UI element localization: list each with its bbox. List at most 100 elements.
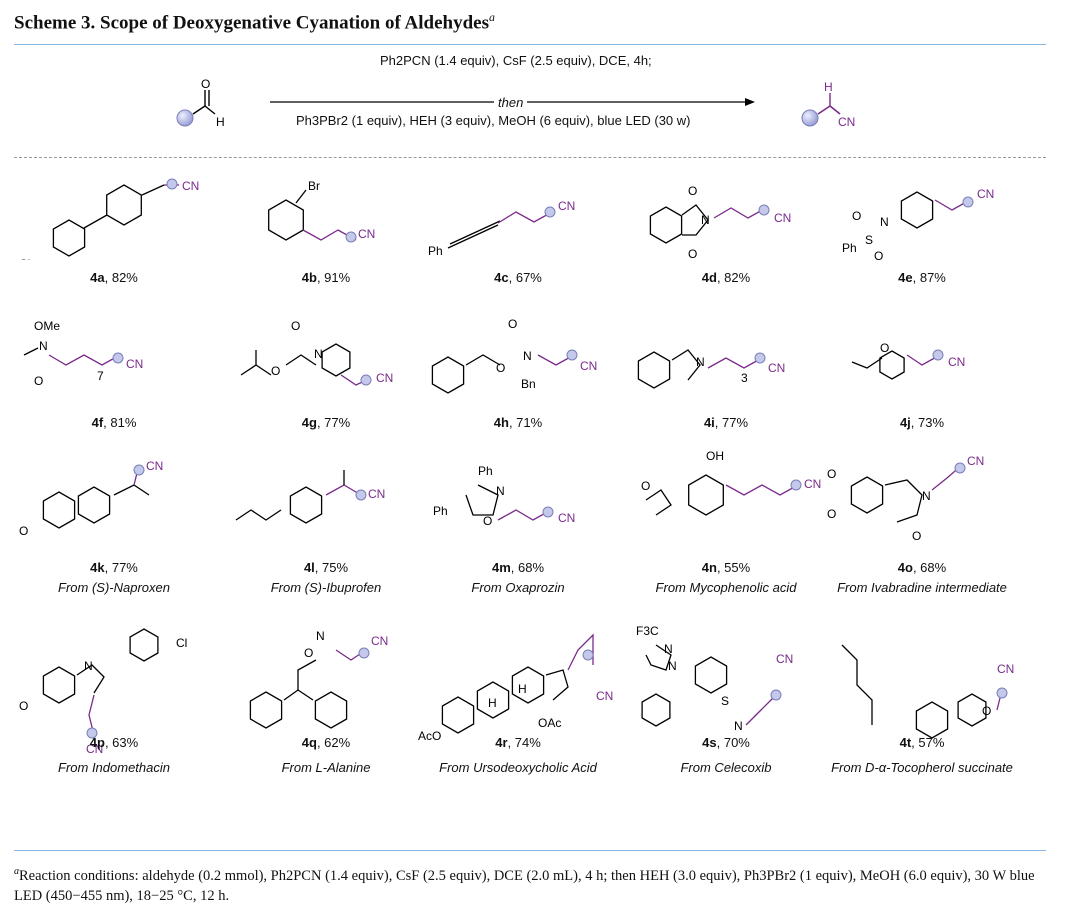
svg-text:N: N xyxy=(314,347,323,361)
compound-label: 4q, 62% xyxy=(301,735,351,750)
svg-text:N: N xyxy=(668,659,677,673)
svg-text:3: 3 xyxy=(741,371,748,385)
svg-text:CN: CN xyxy=(368,487,385,501)
svg-text:F3C: F3C xyxy=(636,624,659,638)
compound-source: From Indomethacin xyxy=(58,760,170,775)
svg-text:O: O xyxy=(496,361,505,375)
compound-source: From (S)-Ibuprofen xyxy=(270,580,382,595)
svg-text:S: S xyxy=(865,233,873,247)
structure-4l: CN xyxy=(235,470,385,524)
svg-text:OMe: OMe xyxy=(34,319,60,333)
conditions-then: then xyxy=(494,95,528,110)
svg-text:N: N xyxy=(523,349,532,363)
svg-text:O: O xyxy=(271,364,280,378)
svg-text:N: N xyxy=(496,484,505,498)
compound-source: From Ursodeoxycholic Acid xyxy=(439,760,597,775)
svg-text:N: N xyxy=(880,215,889,229)
svg-text:CN: CN xyxy=(776,652,793,666)
compound-label: 4s, 70% xyxy=(702,735,750,750)
svg-text:CN: CN xyxy=(182,179,199,193)
svg-text:CN: CN xyxy=(596,689,613,703)
svg-text:Ph: Ph xyxy=(842,241,857,255)
svg-text:7: 7 xyxy=(97,369,104,383)
compound-source: From Celecoxib xyxy=(680,760,772,775)
compound-source: From D-α-Tocopherol succinate xyxy=(831,760,1013,775)
svg-text:OH: OH xyxy=(706,450,724,463)
svg-text:CN: CN xyxy=(997,662,1014,676)
top-rule xyxy=(14,44,1046,45)
compound-4a: CNCl4a, 82% xyxy=(14,160,214,290)
svg-text:H: H xyxy=(518,682,527,696)
reactant-h: H xyxy=(216,115,225,129)
svg-text:O: O xyxy=(19,524,28,538)
compound-label: 4n, 55% xyxy=(701,560,751,575)
svg-text:N: N xyxy=(316,629,325,643)
svg-text:O: O xyxy=(201,77,210,91)
structure-4j: OCN xyxy=(851,341,965,380)
compound-label: 4f, 81% xyxy=(91,415,137,430)
svg-text:Cl: Cl xyxy=(19,257,30,260)
compound-source: From Ivabradine intermediate xyxy=(837,580,1007,595)
svg-text:O: O xyxy=(688,247,697,260)
svg-text:N: N xyxy=(84,659,93,673)
svg-text:AcO: AcO xyxy=(418,729,441,743)
compound-label: 4l, 75% xyxy=(303,560,349,575)
svg-text:CN: CN xyxy=(371,634,388,648)
svg-text:Ph: Ph xyxy=(428,244,443,258)
compound-source: From (S)-Naproxen xyxy=(58,580,170,595)
svg-text:CN: CN xyxy=(558,199,575,213)
svg-text:H: H xyxy=(488,696,497,710)
compound-4r: CN AcO OAc H H 4r, 74% From Ursodeoxycholic Ac… xyxy=(418,615,618,785)
structure-4k: OCN xyxy=(19,459,163,538)
svg-text:CN: CN xyxy=(376,371,393,385)
compound-label: 4r, 74% xyxy=(495,735,541,750)
compound-4c: Ph CN 4c, 67% xyxy=(418,160,618,290)
compound-label: 4o, 68% xyxy=(897,560,947,575)
svg-text:CN: CN xyxy=(86,742,103,756)
compound-label: 4t, 57% xyxy=(899,735,945,750)
svg-text:CN: CN xyxy=(774,211,791,225)
reaction-svg: O H H CN xyxy=(176,77,855,129)
svg-text:O: O xyxy=(982,704,991,718)
svg-text:S: S xyxy=(721,694,729,708)
svg-text:O: O xyxy=(688,184,697,198)
svg-text:OAc: OAc xyxy=(538,716,561,730)
compound-label: 4k, 77% xyxy=(90,560,138,575)
compound-label: 4c, 67% xyxy=(494,270,542,285)
compound-label: 4e, 87% xyxy=(898,270,946,285)
conditions-above: Ph2PCN (1.4 equiv), CsF (2.5 equiv), DCE… xyxy=(380,53,652,68)
svg-text:CN: CN xyxy=(768,361,785,375)
svg-text:O: O xyxy=(827,507,836,521)
svg-text:CN: CN xyxy=(358,227,375,241)
svg-text:N: N xyxy=(701,213,710,227)
svg-text:N: N xyxy=(39,339,48,353)
divider-dashed xyxy=(14,157,1046,158)
svg-text:Bn: Bn xyxy=(521,377,536,391)
structure-4c: Ph CN xyxy=(428,199,575,258)
structure-4t: O CN xyxy=(841,644,1014,739)
reaction-equation: O H H CN Ph2PCN (1.4 equiv), CsF (2.5 eq… xyxy=(0,48,1066,158)
svg-text:CN: CN xyxy=(580,359,597,373)
